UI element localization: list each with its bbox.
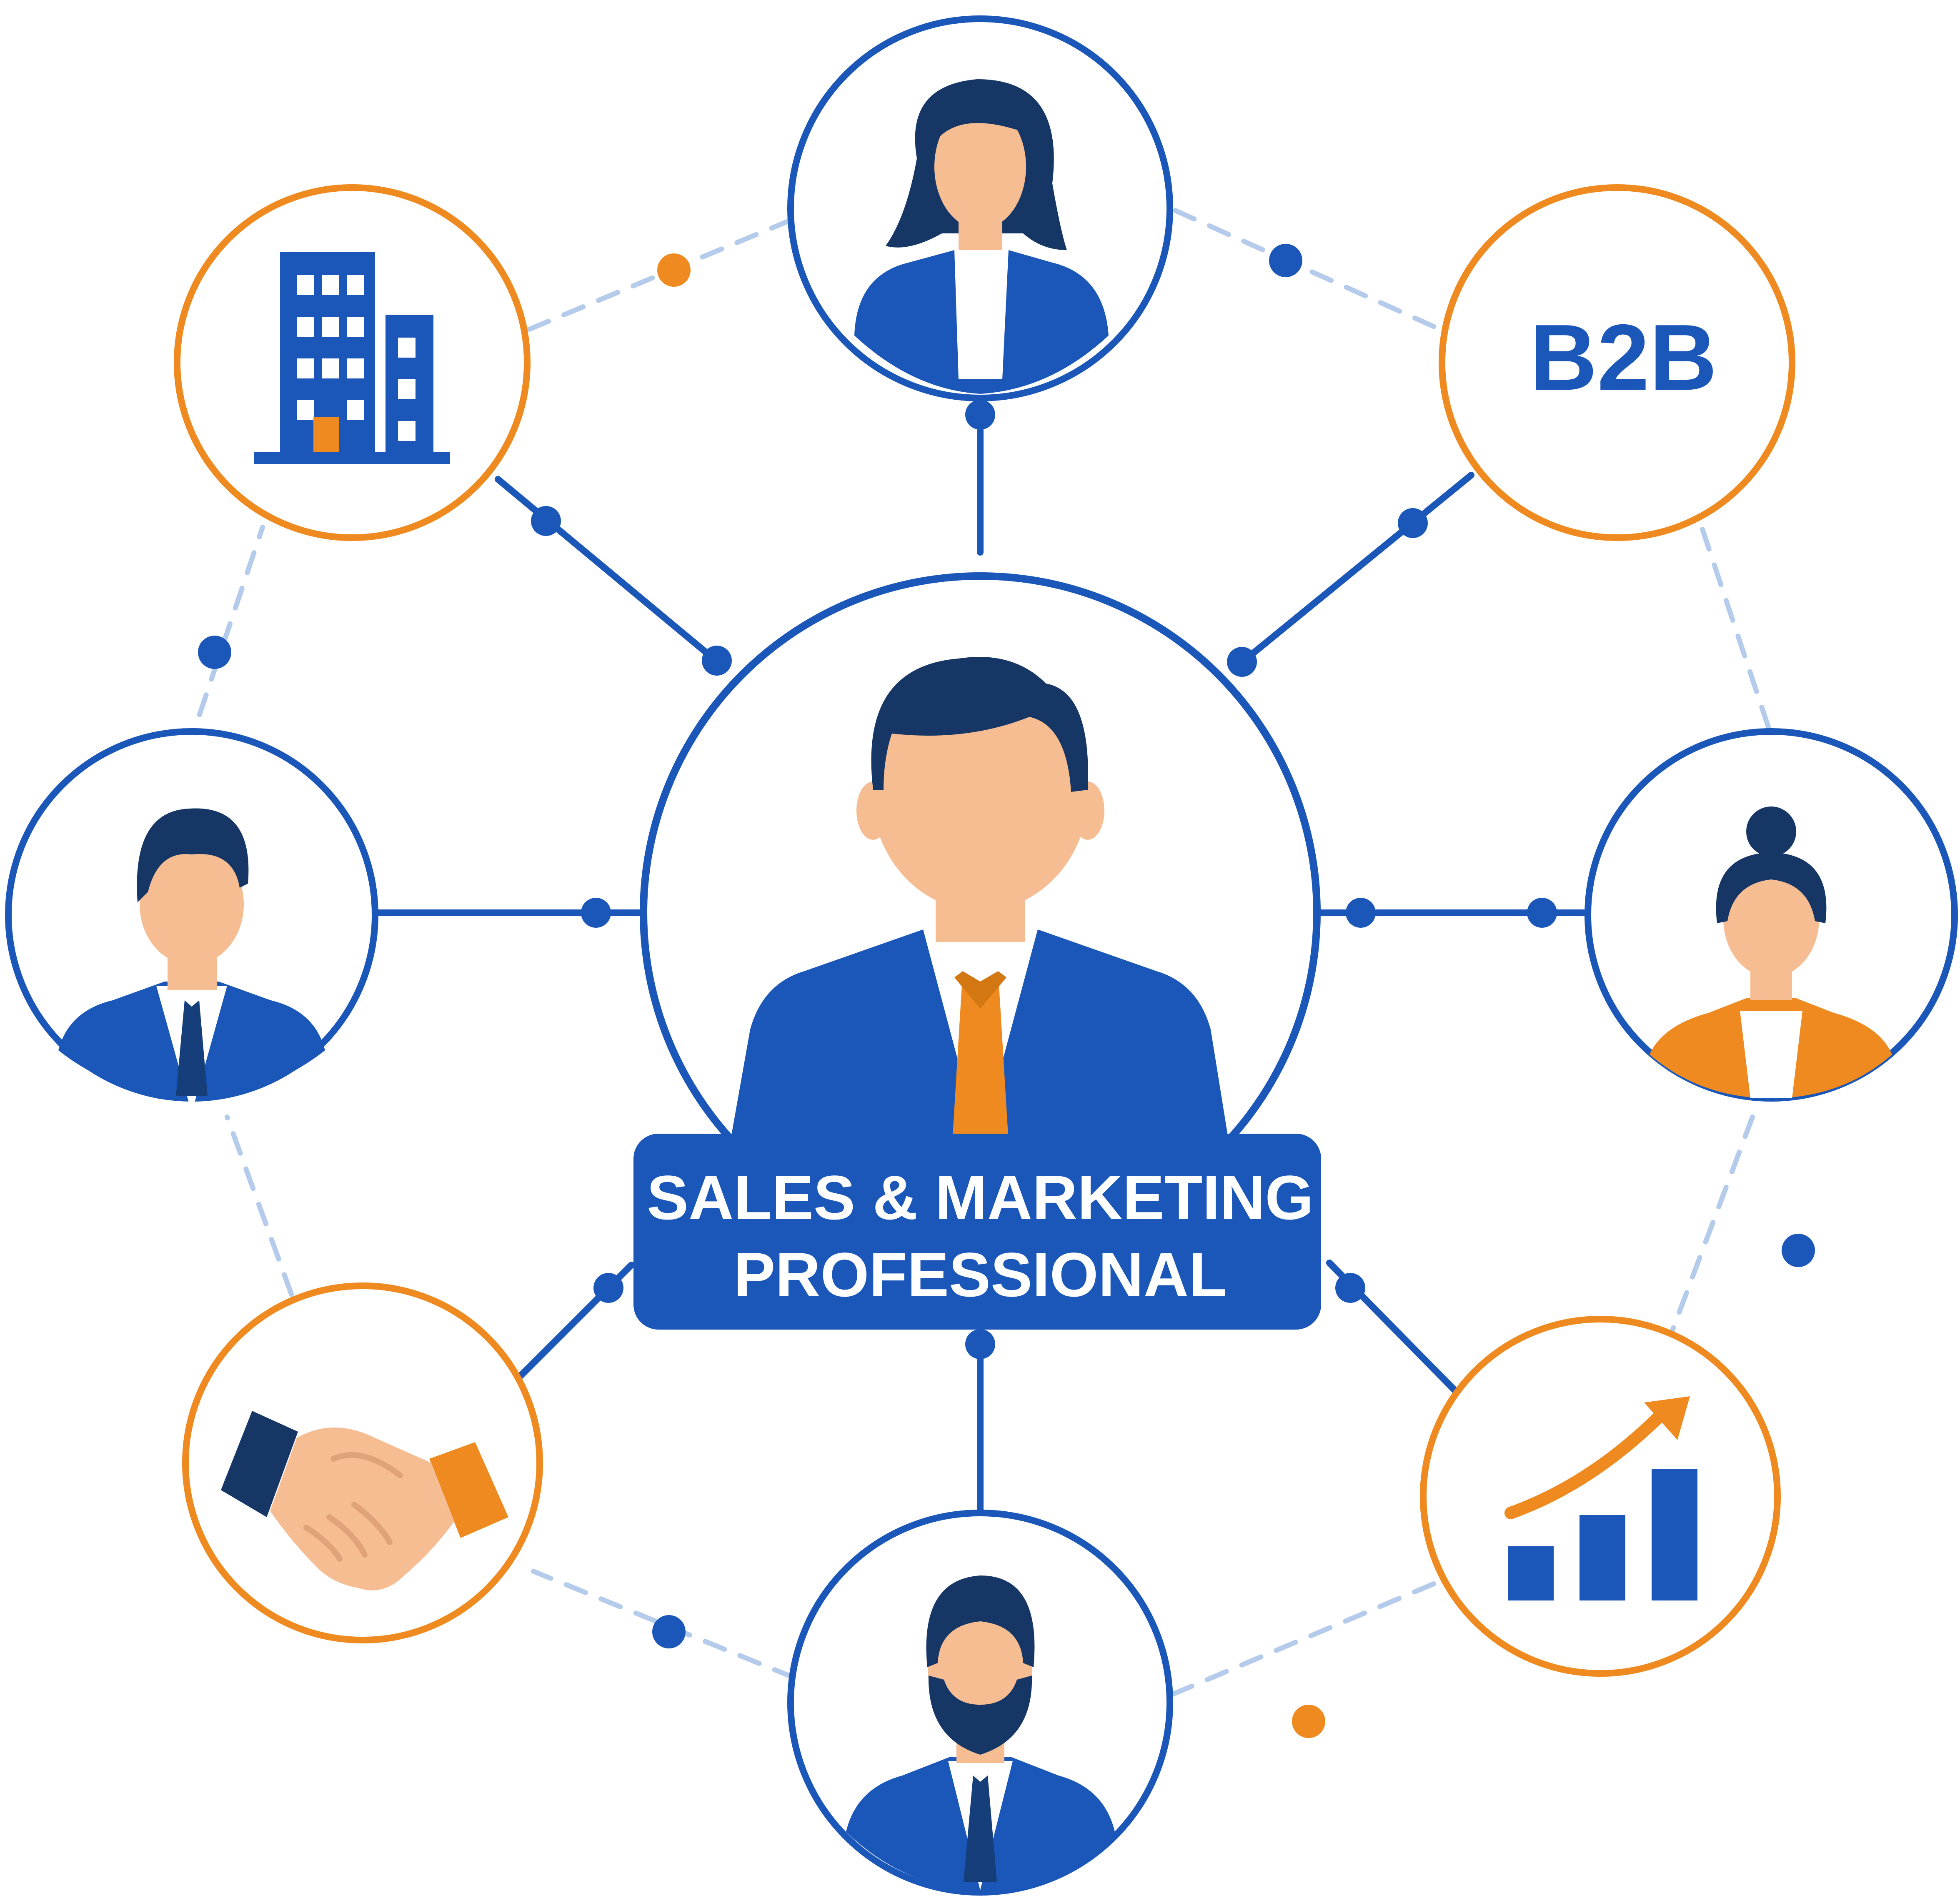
b2b-label: B2B [1529,305,1717,410]
center-label: SALES & MARKETING PROFESSIONAL [633,1134,1321,1330]
center-node [640,572,1321,1253]
businessman-icon [58,808,325,1113]
accent-dot [657,253,691,287]
bearded-businessman-icon [846,1575,1115,1890]
node-handshake [182,1282,543,1643]
accent-dot [1269,244,1302,277]
node-building [174,184,531,541]
businesswoman-bun-icon [1650,806,1892,1098]
accent-dot [1782,1234,1815,1267]
office-building-icon [254,252,450,464]
spoke-joints [531,400,1557,1359]
spoke-building [495,476,719,664]
businessman-orange-tie-icon [727,657,1232,1159]
growth-chart-icon [1504,1396,1697,1600]
center-title-line1: SALES & MARKETING [647,1162,1314,1232]
node-woman-right [1585,728,1958,1102]
handshake-icon [221,1411,508,1590]
accent-dot [1292,1705,1325,1738]
businesswoman-icon [854,79,1109,394]
spoke-b2b [1241,472,1474,664]
outer-dashed-ring [185,208,1780,1701]
node-man-bottom [787,1510,1173,1896]
accent-dots [198,244,1815,1738]
node-man-left [5,728,378,1113]
node-woman-top [787,15,1173,401]
accent-dot [652,1615,686,1648]
node-b2b: B2B [1439,184,1795,541]
node-growth [1420,1316,1781,1677]
center-title-line2: PROFESSIONAL [733,1240,1227,1310]
accent-dot [198,636,231,669]
